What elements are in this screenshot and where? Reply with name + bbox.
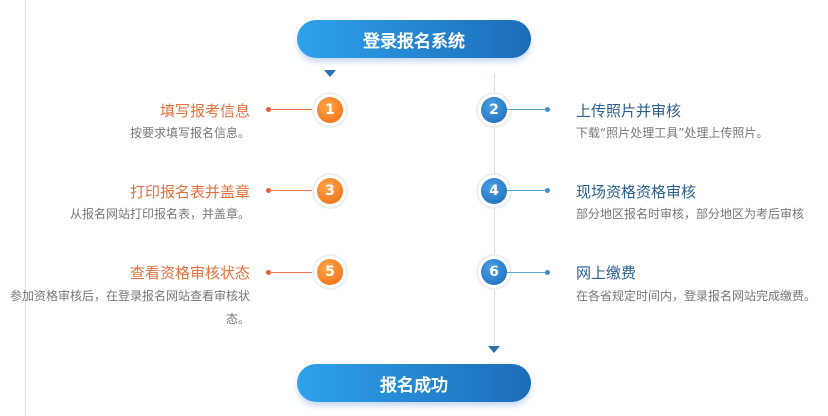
step-5-dot (266, 270, 271, 275)
step-3-title: 打印报名表并盖章 (129, 183, 250, 201)
step-5-badge: 5 (317, 259, 343, 285)
step-5-desc: 参加资格审核后，在登录报名网站查看审核状态。 (9, 289, 250, 326)
step-5-title: 查看资格审核状态 (129, 264, 250, 282)
step-4-title: 现场资格资格审核 (576, 183, 697, 201)
step-6-badge: 6 (481, 259, 507, 285)
step-6-connector (507, 272, 547, 273)
step-4-badge: 4 (481, 178, 507, 204)
step-1-dot (266, 107, 271, 112)
step-6-dot (545, 270, 550, 275)
step-4-dot (545, 188, 550, 193)
step-2-connector (507, 109, 547, 110)
step-3-desc: 从报名网站打印报名表，并盖章。 (69, 207, 250, 221)
step-4-connector (507, 190, 547, 191)
step-2-badge: 2 (481, 97, 507, 123)
arrow-down-icon (324, 70, 336, 77)
step-1-connector (270, 109, 318, 110)
end-label: 报名成功 (297, 364, 531, 402)
step-5-connector (270, 272, 318, 273)
step-2-desc: 下载“照片处理工具”处理上传照片。 (576, 126, 769, 140)
step-4-desc: 部分地区报名时审核，部分地区为考后审核 (576, 207, 805, 221)
timeline-line (494, 74, 495, 346)
step-1-badge: 1 (317, 97, 343, 123)
step-2-dot (545, 107, 550, 112)
left-border-line (25, 0, 26, 416)
step-3-badge: 3 (317, 178, 343, 204)
step-1-title: 填写报考信息 (159, 102, 250, 120)
start-label: 登录报名系统 (297, 20, 531, 58)
step-3-connector (270, 190, 318, 191)
step-6-desc: 在各省规定时间内，登录报名网站完成缴费。 (576, 289, 817, 303)
step-1-desc: 按要求填写报名信息。 (129, 126, 250, 140)
step-3-dot (266, 188, 271, 193)
arrow-down-icon (488, 346, 500, 353)
step-2-title: 上传照片并审核 (576, 102, 682, 120)
step-6-title: 网上缴费 (576, 264, 637, 282)
